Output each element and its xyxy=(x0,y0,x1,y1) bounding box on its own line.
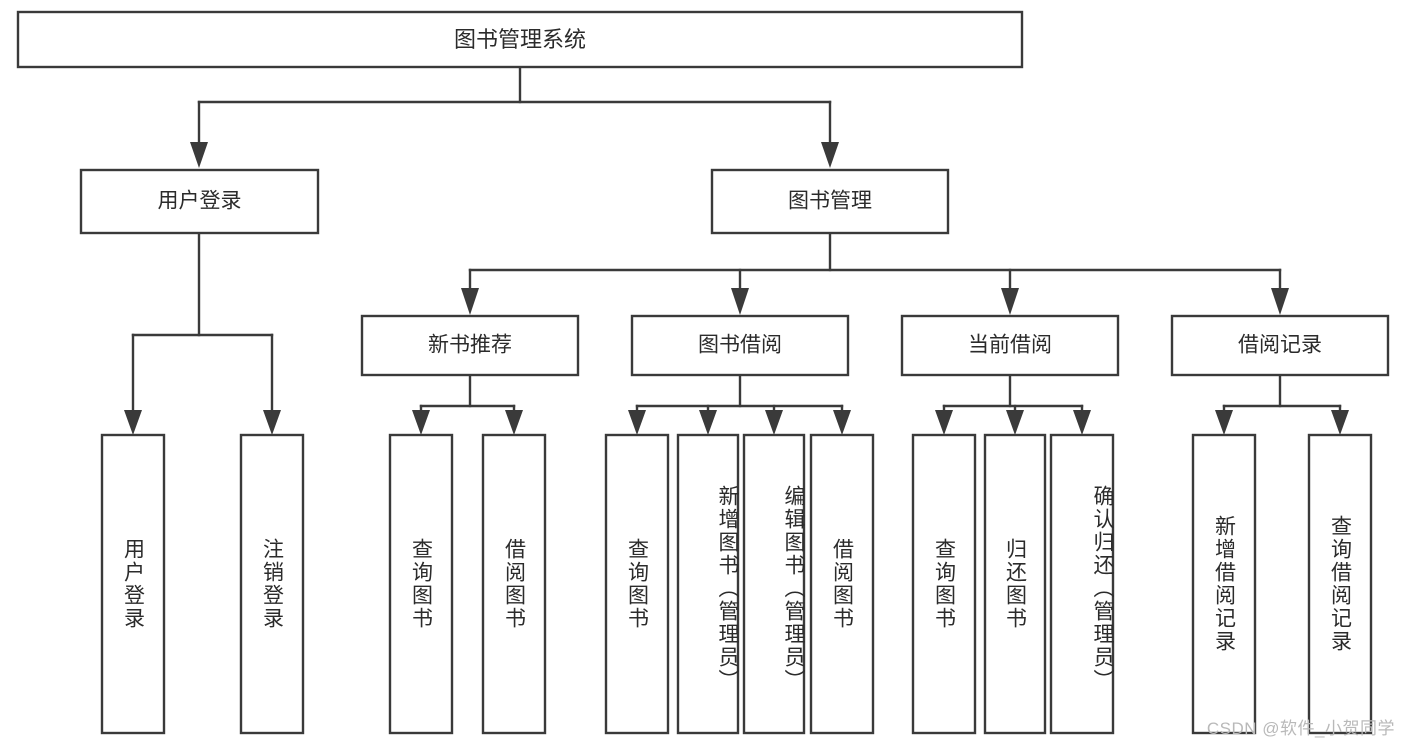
node-label-book-manage: 图书管理 xyxy=(788,190,872,213)
arrow-level2-3 xyxy=(1001,288,1019,315)
csdn-watermark: CSDN @软件_小贺同学 xyxy=(1206,719,1395,738)
arrow-level2-2 xyxy=(731,288,749,315)
arrow-current-leaf-3 xyxy=(1073,410,1091,435)
node-box-book-borrow[interactable] xyxy=(630,314,850,377)
node-label-new-book-recommend: 新书推荐 xyxy=(428,334,512,357)
arrow-newbook-leaf-1 xyxy=(412,410,430,435)
node-label-book-borrow: 图书借阅 xyxy=(698,334,782,357)
node-box-current-borrow[interactable] xyxy=(900,314,1120,377)
connector-layer xyxy=(124,65,1349,435)
arrow-current-leaf-2 xyxy=(1006,410,1024,435)
node-box-leaf-user-login-1[interactable] xyxy=(100,433,166,735)
arrow-borrow-leaf-2 xyxy=(699,410,717,435)
node-box-leaf-user-login-2[interactable] xyxy=(239,433,305,735)
arrow-current-leaf-1 xyxy=(935,410,953,435)
node-label-user-login: 用户登录 xyxy=(158,190,242,213)
node-box-leaf-borrow-1[interactable] xyxy=(604,433,670,735)
arrow-borrow-leaf-1 xyxy=(628,410,646,435)
node-box-root[interactable] xyxy=(16,10,1024,69)
arrow-userlogin-leaf-2 xyxy=(263,410,281,435)
arrow-newbook-leaf-2 xyxy=(505,410,523,435)
arrow-borrow-leaf-4 xyxy=(833,410,851,435)
arrow-borrow-leaf-3 xyxy=(765,410,783,435)
node-box-user-login[interactable] xyxy=(79,168,320,235)
arrow-userlogin-leaf-1 xyxy=(124,410,142,435)
node-layer: 图书管理系统 用户登录 图书管理 新书推荐 图书借阅 当前借阅 借阅记录 xyxy=(16,10,1390,735)
node-box-leaf-borrow-4[interactable] xyxy=(809,433,875,735)
arrow-record-leaf-2 xyxy=(1331,410,1349,435)
node-label-root: 图书管理系统 xyxy=(454,27,586,52)
node-box-book-manage[interactable] xyxy=(710,168,950,235)
node-label-borrow-record: 借阅记录 xyxy=(1238,334,1322,357)
arrow-to-book-manage xyxy=(821,142,839,168)
arrow-record-leaf-1 xyxy=(1215,410,1233,435)
arrow-to-user-login xyxy=(190,142,208,168)
node-box-leaf-record-1[interactable] xyxy=(1191,433,1257,735)
arrow-level2-1 xyxy=(461,288,479,315)
node-box-new-book-recommend[interactable] xyxy=(360,314,580,377)
arrow-level2-4 xyxy=(1271,288,1289,315)
node-box-leaf-current-2[interactable] xyxy=(983,433,1047,735)
node-box-leaf-borrow-3[interactable] xyxy=(742,433,806,735)
node-box-leaf-record-2[interactable] xyxy=(1307,433,1373,735)
node-box-borrow-record[interactable] xyxy=(1170,314,1390,377)
node-box-leaf-current-1[interactable] xyxy=(911,433,977,735)
node-box-leaf-current-3[interactable] xyxy=(1049,433,1115,735)
node-label-current-borrow: 当前借阅 xyxy=(968,334,1052,357)
node-box-leaf-new-book-2[interactable] xyxy=(481,433,547,735)
node-box-leaf-borrow-2[interactable] xyxy=(676,433,740,735)
node-box-leaf-new-book-1[interactable] xyxy=(388,433,454,735)
